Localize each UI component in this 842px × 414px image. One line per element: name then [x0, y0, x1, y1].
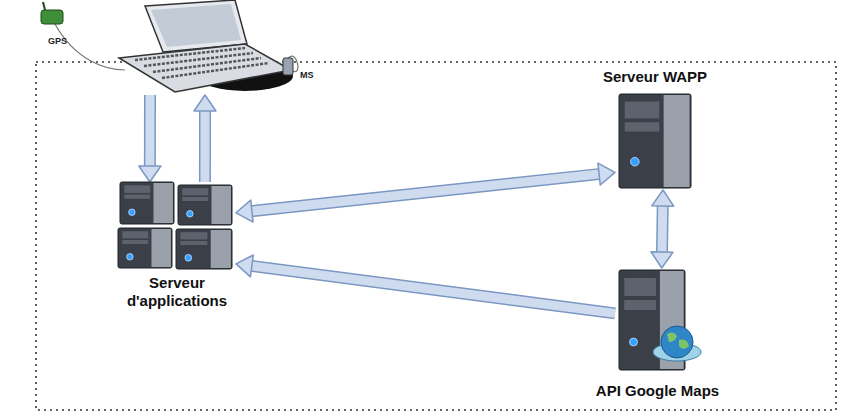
server-node: Serveur d'applications	[118, 182, 236, 270]
arrow-shaft-outline	[656, 204, 669, 254]
arrow-head	[652, 190, 674, 206]
tower-body	[176, 229, 232, 269]
device-label: MS	[300, 70, 340, 81]
power-led	[630, 338, 638, 346]
server-tower	[176, 229, 232, 269]
key-row	[135, 48, 245, 60]
block-arrow	[139, 95, 161, 182]
drive-bay	[122, 231, 148, 238]
power-led	[187, 211, 193, 217]
tower-body	[118, 228, 172, 268]
laptop-screen	[145, 0, 247, 52]
arrow-head	[651, 252, 673, 268]
drive-bay	[122, 240, 148, 244]
node-label: API Google Maps	[575, 382, 740, 400]
drive-bay	[625, 122, 660, 131]
globe	[661, 326, 693, 358]
tower-side	[664, 95, 690, 187]
laptop-keyboard	[119, 44, 291, 92]
globe-land	[667, 332, 689, 349]
arrow-shaft	[250, 266, 615, 314]
node-icon	[118, 182, 236, 270]
server-tower	[619, 94, 691, 188]
node-label: Serveur WAPP	[575, 68, 735, 86]
node-label: Serveur d'applications	[107, 274, 247, 310]
globe-icon	[653, 326, 701, 361]
server-tower	[120, 182, 174, 224]
tower-body	[619, 94, 691, 188]
key-row	[162, 63, 269, 78]
client-laptop: GPSMS	[105, 0, 305, 95]
node-icon	[105, 0, 305, 95]
power-led	[127, 254, 133, 260]
tower-side	[211, 230, 231, 268]
power-led	[631, 157, 640, 166]
block-arrow	[236, 163, 615, 222]
device-label: GPS	[48, 36, 88, 47]
block-arrow	[194, 95, 216, 182]
drive-bay	[124, 195, 150, 199]
arrow-head	[236, 200, 253, 222]
screen-panel	[151, 4, 241, 47]
arrow-shaft	[145, 95, 154, 168]
power-led	[129, 209, 135, 215]
tower-body	[178, 185, 232, 225]
drive-bay	[182, 188, 208, 195]
server-node: API Google Maps	[615, 268, 700, 376]
tower-body	[120, 182, 174, 224]
drive-bay	[124, 185, 150, 193]
gps-cable	[55, 24, 125, 70]
drive-bay	[182, 197, 208, 201]
arrow-shaft-outline	[199, 109, 211, 182]
arrow-head	[139, 166, 161, 182]
block-arrow	[236, 255, 615, 313]
tower-side	[151, 229, 170, 267]
arrow-head	[236, 255, 253, 277]
key-row	[153, 58, 261, 72]
mobile-station	[283, 58, 293, 75]
tower-side	[211, 186, 230, 224]
drive-bay	[180, 241, 207, 245]
arrow-head	[194, 95, 216, 111]
node-icon	[615, 92, 695, 190]
gps-device	[41, 10, 63, 24]
power-led	[185, 254, 192, 261]
block-arrow	[651, 190, 674, 268]
arrow-shaft-outline	[250, 266, 615, 314]
drive-bay	[180, 232, 207, 239]
drive-bay	[625, 102, 660, 119]
connector-layer	[139, 95, 674, 313]
system-boundary	[36, 62, 836, 410]
node-icon	[615, 268, 700, 376]
key-row	[144, 53, 253, 66]
arrow-shaft	[200, 109, 209, 182]
arrow-head	[598, 163, 615, 185]
drive-bay	[624, 300, 656, 310]
drive-bay	[624, 278, 656, 296]
gps-antenna	[43, 2, 45, 10]
arrow-shaft-outline	[144, 95, 156, 168]
arrow-shaft-outline	[250, 174, 601, 211]
arrow-shaft	[250, 174, 601, 211]
server-node: Serveur WAPP	[615, 92, 695, 190]
arrow-shaft	[657, 204, 667, 254]
server-tower	[178, 185, 232, 225]
server-tower	[118, 228, 172, 268]
tower-side	[153, 183, 172, 223]
laptop-illustration	[41, 0, 298, 92]
